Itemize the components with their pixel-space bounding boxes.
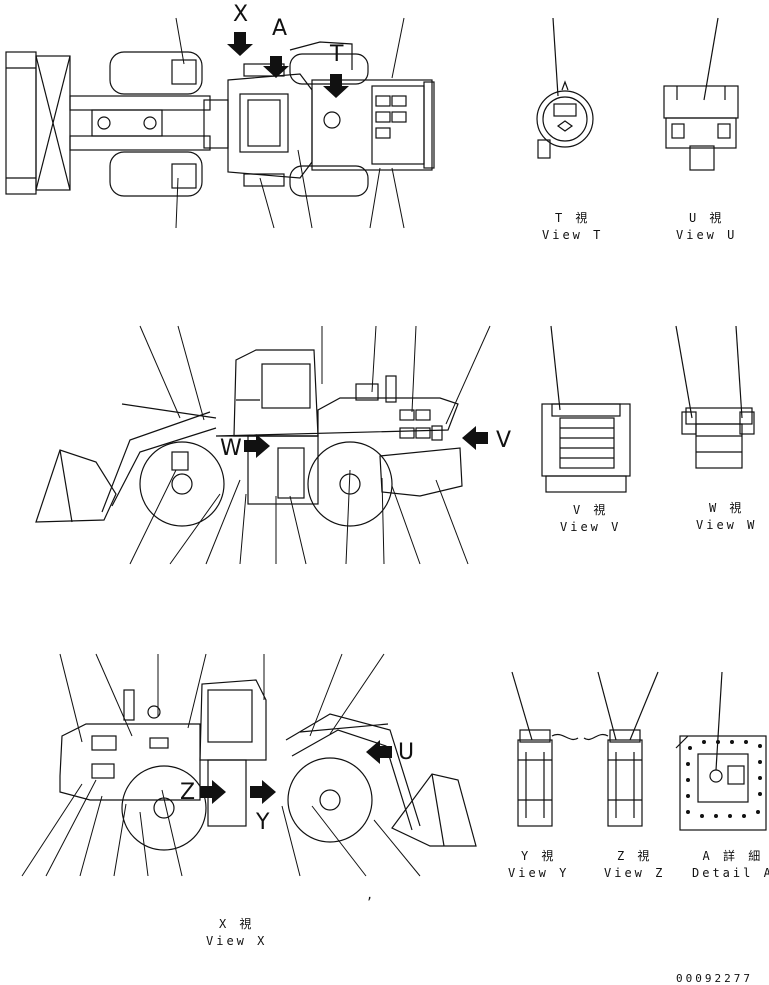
drawing-number: 00092277	[676, 972, 753, 985]
caption-view-y-en: View Y	[508, 866, 570, 880]
caption-view-t-jp: T 視	[554, 211, 591, 225]
arrow-x-marker	[227, 32, 349, 98]
caption-view-u: U 視 View U	[676, 210, 737, 244]
caption-view-w: W 視 View W	[696, 500, 757, 534]
caption-view-x-jp: X 視	[218, 917, 255, 931]
view-z-frame	[583, 671, 659, 827]
caption-view-v: V 視 View V	[560, 502, 621, 536]
side-view-left-leaders	[129, 325, 491, 565]
view-v-grille	[541, 325, 631, 493]
caption-detail-a-jp: A 詳 細	[702, 849, 764, 863]
caption-view-t-en: View T	[542, 228, 604, 242]
side-view-right-leaders	[21, 653, 421, 877]
callout-w: W	[220, 436, 242, 461]
view-w-bracket	[675, 325, 755, 469]
top-view-machine	[5, 51, 435, 197]
caption-view-z: Z 視 View Z	[604, 848, 665, 882]
caption-view-u-jp: U 視	[688, 211, 725, 225]
caption-view-z-jp: Z 視	[616, 849, 653, 863]
view-t-gauge	[536, 17, 594, 159]
caption-detail-a: A 詳 細 Detail A	[692, 848, 769, 882]
caption-view-w-jp: W 視	[708, 501, 745, 515]
caption-view-x: X 視 View X	[206, 916, 267, 950]
top-view-leaders	[175, 17, 405, 229]
callout-a: A	[272, 16, 288, 41]
callout-t: T	[330, 42, 344, 67]
caption-view-t: T 視 View T	[542, 210, 603, 244]
callout-u: U	[398, 740, 415, 765]
side-view-left-machine	[35, 349, 463, 527]
caption-detail-a-en: Detail A	[692, 866, 769, 880]
view-u-bracket	[663, 17, 739, 171]
caption-view-u-en: View U	[676, 228, 738, 242]
arrow-v-marker	[244, 426, 488, 458]
caption-view-z-en: View Z	[604, 866, 666, 880]
caption-view-v-en: View V	[560, 520, 622, 534]
caption-view-w-en: View W	[696, 518, 758, 532]
caption-view-x-en: View X	[206, 934, 268, 948]
view-y-frame	[511, 671, 579, 827]
arrow-u-marker	[200, 740, 392, 804]
callout-v: V	[496, 428, 512, 453]
callout-y: Y	[256, 810, 270, 835]
detail-a-panel	[675, 671, 767, 831]
stray-mark: ,	[366, 888, 377, 902]
callout-x: X	[233, 2, 249, 27]
caption-view-v-jp: V 視	[572, 503, 609, 517]
side-view-right-machine	[59, 679, 477, 851]
caption-view-y: Y 視 View Y	[508, 848, 569, 882]
callout-z: Z	[180, 780, 196, 805]
caption-view-y-jp: Y 視	[520, 849, 557, 863]
